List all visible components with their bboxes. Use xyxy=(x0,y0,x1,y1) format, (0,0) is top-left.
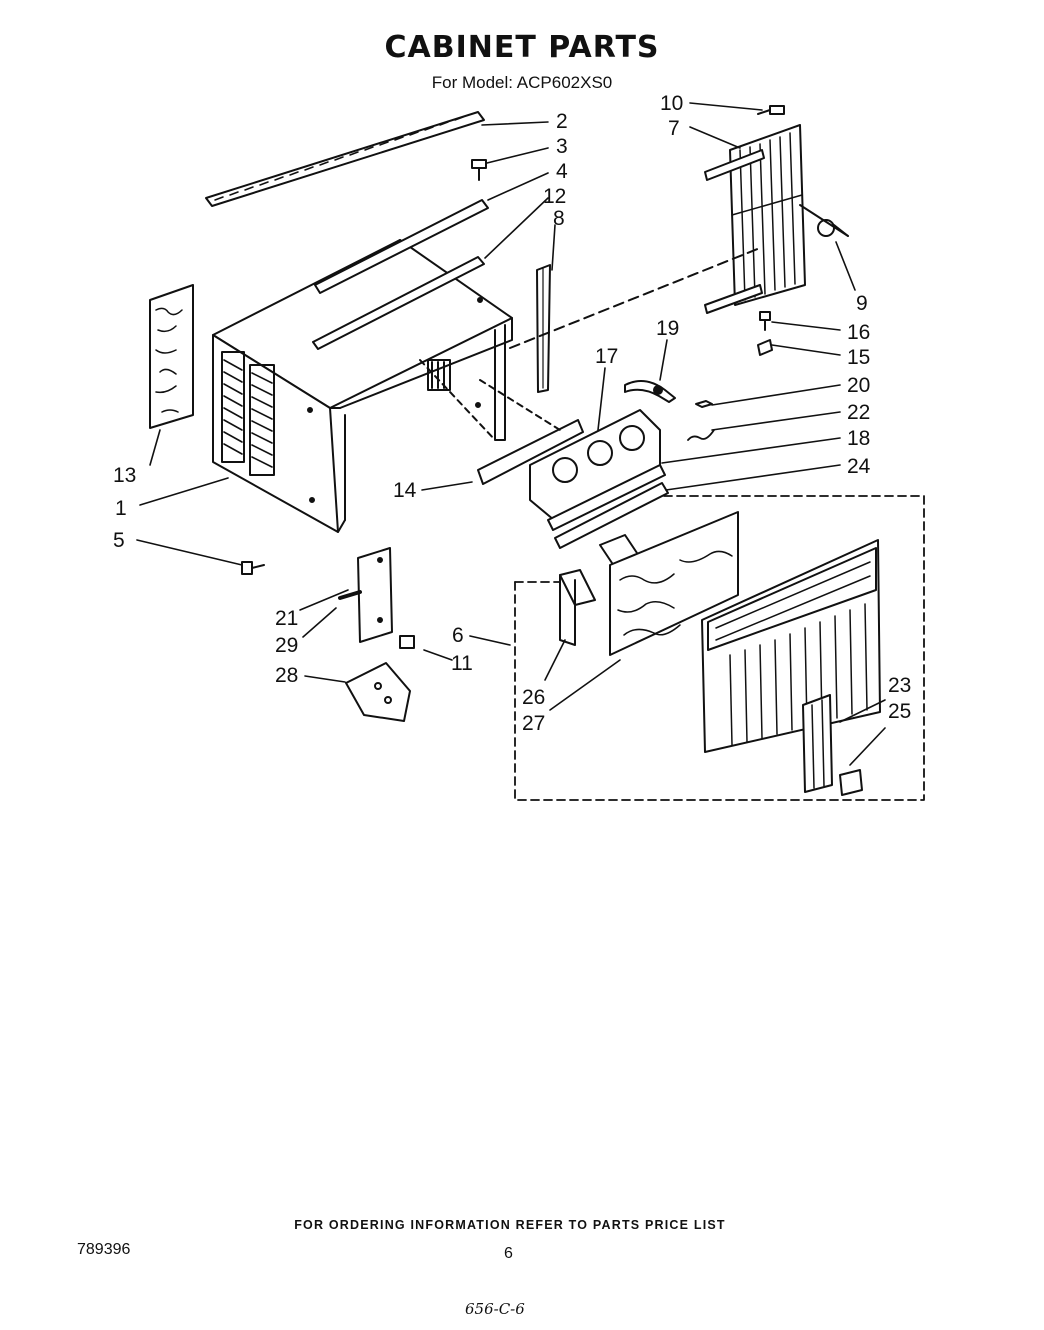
callout-leaders xyxy=(136,102,886,766)
callout-label: 6 xyxy=(452,624,464,647)
callout-labels: 1 2 3 4 5 6 7 8 9 10 11 12 13 14 15 16 1… xyxy=(113,92,911,735)
callout-label: 7 xyxy=(668,117,680,140)
rear-grille xyxy=(509,105,849,356)
callout-label: 20 xyxy=(847,374,870,397)
handwritten-note: 656-C-6 xyxy=(465,1300,525,1318)
callout-label: 29 xyxy=(275,634,298,657)
callout-label: 8 xyxy=(553,207,565,230)
callout-label: 15 xyxy=(847,346,870,369)
callout-label: 5 xyxy=(113,529,125,552)
screws xyxy=(241,159,487,575)
callout-label: 14 xyxy=(393,479,417,502)
top-strips xyxy=(205,111,551,393)
callout-label: 22 xyxy=(847,401,870,424)
control-bracket xyxy=(338,547,415,722)
callout-label: 4 xyxy=(556,160,568,183)
front-assembly-box xyxy=(514,495,925,801)
callout-label: 17 xyxy=(595,345,618,368)
callout-label: 10 xyxy=(660,92,683,115)
callout-label: 11 xyxy=(451,652,473,675)
callout-label: 27 xyxy=(522,712,545,735)
callout-label: 26 xyxy=(522,686,545,709)
callout-label: 16 xyxy=(847,321,870,344)
callout-label: 2 xyxy=(556,110,568,133)
page-title: CABINET PARTS xyxy=(384,30,660,65)
callout-label: 18 xyxy=(847,427,870,450)
callout-label: 25 xyxy=(888,700,911,723)
small-hardware xyxy=(624,380,715,441)
ordering-note: FOR ORDERING INFORMATION REFER TO PARTS … xyxy=(294,1218,726,1232)
page-number: 6 xyxy=(504,1245,513,1262)
callout-label: 13 xyxy=(113,464,136,487)
shroud-assembly xyxy=(477,379,669,549)
callout-label: 12 xyxy=(543,185,566,208)
cabinet-shell xyxy=(212,239,513,533)
callout-label: 19 xyxy=(656,317,679,340)
document-number: 789396 xyxy=(77,1241,131,1258)
side-filter xyxy=(149,284,194,429)
callout-label: 1 xyxy=(115,497,127,520)
callout-label: 21 xyxy=(275,607,298,630)
callout-label: 28 xyxy=(275,664,298,687)
callout-label: 9 xyxy=(856,292,868,315)
callout-label: 3 xyxy=(556,135,568,158)
model-label: For Model: ACP602XS0 xyxy=(431,73,613,92)
callout-label: 24 xyxy=(847,455,871,478)
callout-label: 23 xyxy=(888,674,911,697)
